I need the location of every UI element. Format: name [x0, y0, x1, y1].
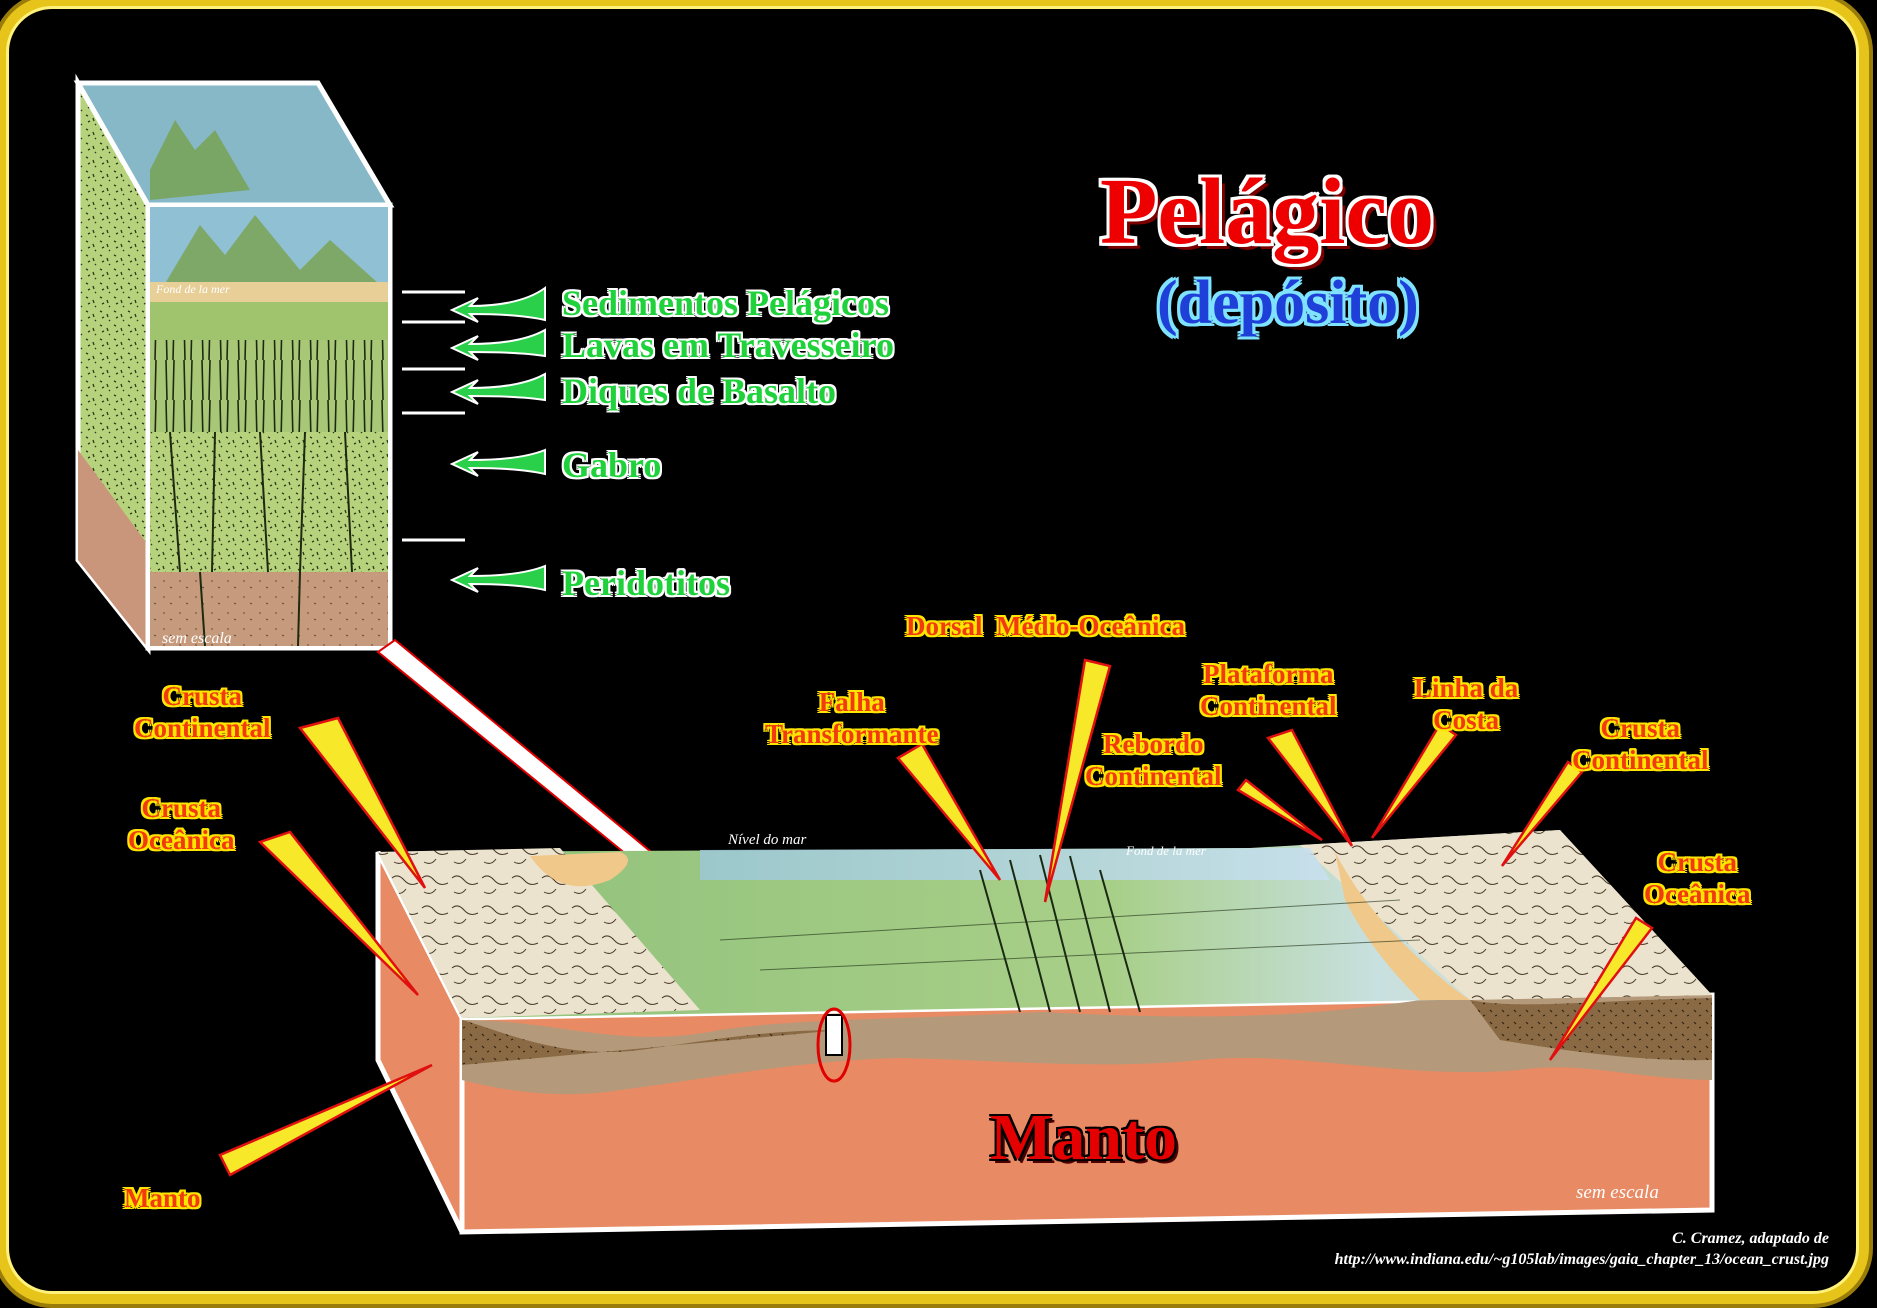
label-plataforma-continental: Plataforma Continental [1200, 659, 1337, 721]
subtitle: (depósito) [1157, 269, 1419, 337]
label-rebordo-continental: Rebordo Continental [1085, 729, 1222, 791]
layer-label-diques: Diques de Basalto [562, 371, 837, 411]
layer-arrows [449, 286, 546, 593]
label-arrows [218, 658, 1654, 1177]
block-diagram [375, 830, 1715, 1235]
credit-line-2: http://www.indiana.edu/~g105lab/images/g… [1334, 1251, 1829, 1268]
rock-column [73, 73, 465, 656]
layer-label-sedimentos: Sedimentos Pelágicos [562, 283, 889, 323]
label-linha-da-costa: Linha da Costa [1414, 673, 1519, 735]
label-crusta-continental-right: Crusta Continental [1572, 713, 1709, 775]
column-seafloor-text: Fond de la mer [156, 282, 230, 296]
label-crusta-continental-left: Crusta Continental [134, 681, 271, 743]
label-crusta-oceanica-right: Crusta Oceânica [1644, 847, 1751, 909]
source-credit: C. Cramez, adaptado de http://www.indian… [1335, 1228, 1829, 1270]
label-manto-left: Manto [124, 1183, 201, 1213]
title: Pelágico [1100, 160, 1435, 264]
layer-label-peridotitos: Peridotitos [562, 563, 730, 603]
label-crusta-oceanica-left: Crusta Oceânica [128, 793, 235, 855]
column-scale-text: sem escala [162, 630, 232, 647]
label-falha-transformante: Falha Transformante [765, 687, 939, 749]
mantle-label: Manto [990, 1101, 1177, 1174]
label-dorsal: Dorsal Médio-Oceânica [906, 611, 1185, 641]
layer-label-gabro: Gabro [562, 445, 662, 485]
credit-line-1: C. Cramez, adaptado de [1672, 1230, 1829, 1247]
block-scale-text: sem escala [1576, 1182, 1659, 1203]
layer-label-lavas: Lavas em Travesseiro [562, 325, 894, 365]
sea-level-text: Nível do mar [728, 832, 807, 848]
seafloor-text: Fond de la mer [1126, 843, 1206, 858]
